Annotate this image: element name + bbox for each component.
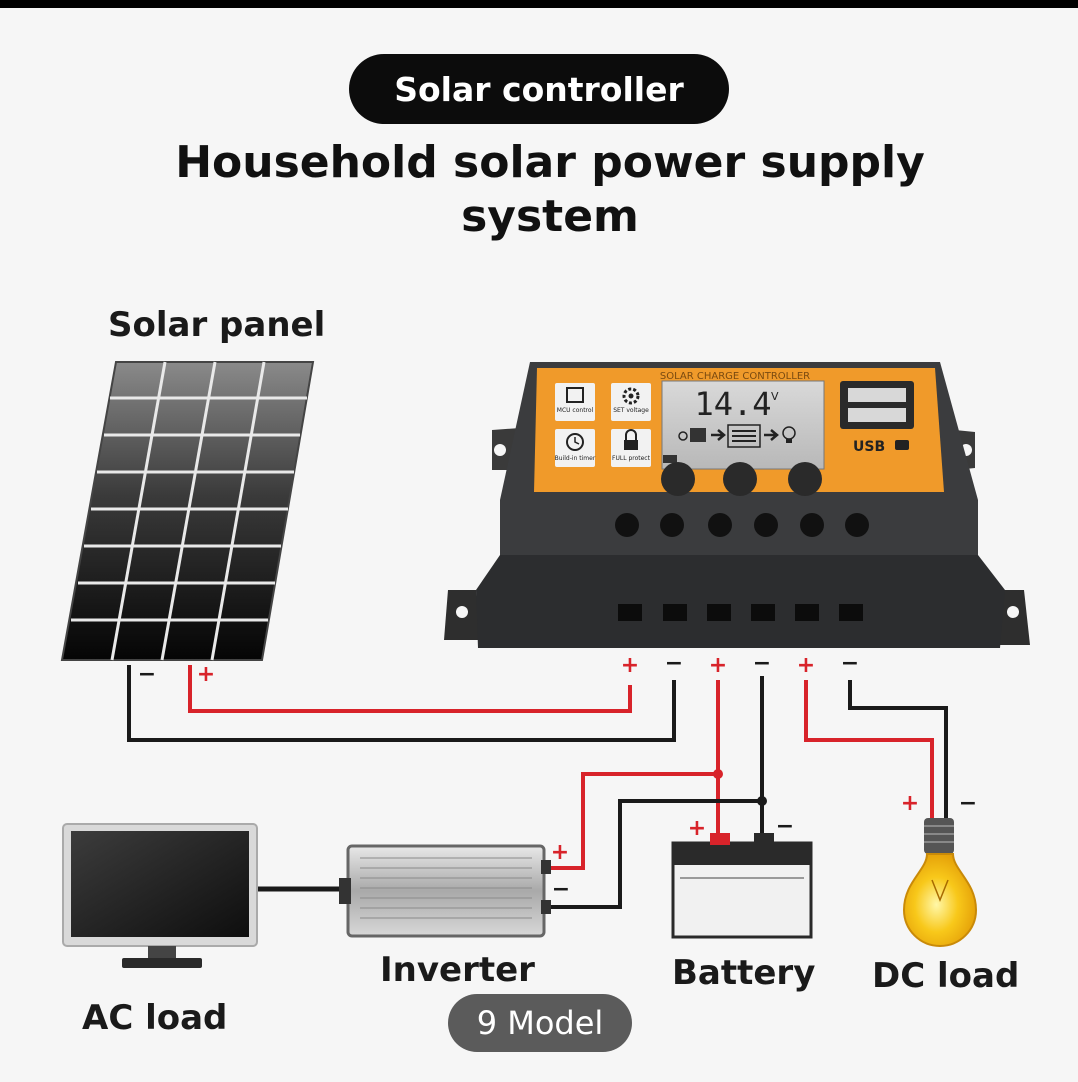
usb-label: USB (853, 439, 885, 455)
lcd-panel-icon (690, 428, 706, 442)
lcd-sun-icon (678, 431, 688, 441)
inverter-minus: − (552, 877, 570, 902)
dcload-minus: − (959, 791, 977, 816)
wire-inverter-negative (545, 799, 762, 909)
terminal-2-minus: − (665, 651, 683, 676)
page-title-line-2: system (461, 191, 639, 242)
wire-dcload-positive (804, 680, 934, 820)
mcu-chip-icon (566, 387, 584, 403)
terminal-3-plus: + (709, 653, 727, 678)
panel-minus: − (138, 662, 156, 687)
dc-load-label: DC load (872, 956, 1020, 996)
lcd-bulb-icon (782, 426, 796, 443)
wire-panel-negative (127, 665, 676, 742)
top-edge-bar (0, 0, 1078, 8)
junction-positive (713, 769, 723, 779)
controller-button-up[interactable] (723, 462, 757, 496)
terminal-1-plus: + (621, 653, 639, 678)
lcd-arrow-icon (764, 429, 779, 441)
ac-load-label: AC load (82, 998, 228, 1038)
wire-inverter-positive (545, 772, 718, 870)
terminal-5-plus: + (797, 653, 815, 678)
battery-label: Battery (672, 953, 816, 993)
wire-panel-positive (188, 665, 632, 713)
clock-icon (566, 433, 584, 451)
solar-panel (60, 361, 315, 661)
panel-plus: + (197, 662, 215, 687)
inverter-label: Inverter (380, 950, 535, 990)
category-pill: Solar controller (349, 54, 729, 124)
charge-controller: SOLAR CHARGE CONTROLLER MCU control SET … (444, 362, 1030, 648)
terminal-6-minus: − (841, 651, 859, 676)
lcd-battery-icon (727, 424, 761, 448)
solar-panel-label: Solar panel (108, 305, 326, 345)
controller-brand-text: SOLAR CHARGE CONTROLLER (660, 371, 810, 382)
battery-minus: − (776, 814, 794, 839)
battery-plus: + (688, 816, 706, 841)
dc-load-bulb (902, 818, 978, 947)
inverter-box (339, 844, 551, 938)
lcd-voltage-value: 14.4 (694, 385, 771, 423)
terminal-4-minus: − (753, 651, 771, 676)
lock-icon (624, 429, 638, 450)
model-count-badge[interactable]: 9 Model (448, 994, 632, 1052)
tile-set-label: SET voltage (613, 407, 649, 414)
tile-timer-label: Build-in timer (555, 455, 596, 462)
dcload-plus: + (901, 791, 919, 816)
lcd-voltage-unit: V (771, 390, 779, 403)
battery (671, 833, 813, 939)
page-title-line-1: Household solar power supply (175, 137, 925, 188)
junction-negative (757, 796, 767, 806)
controller-button-down[interactable] (788, 462, 822, 496)
tile-mcu-label: MCU control (557, 407, 594, 414)
inverter-plus: + (551, 840, 569, 865)
gear-icon (622, 387, 640, 405)
ac-load-monitor (62, 823, 258, 968)
controller-button-menu[interactable] (661, 462, 695, 496)
lcd-arrow-icon (711, 429, 726, 441)
tile-protect-label: FULL protect (612, 455, 651, 462)
wire-dcload-negative (848, 680, 948, 820)
